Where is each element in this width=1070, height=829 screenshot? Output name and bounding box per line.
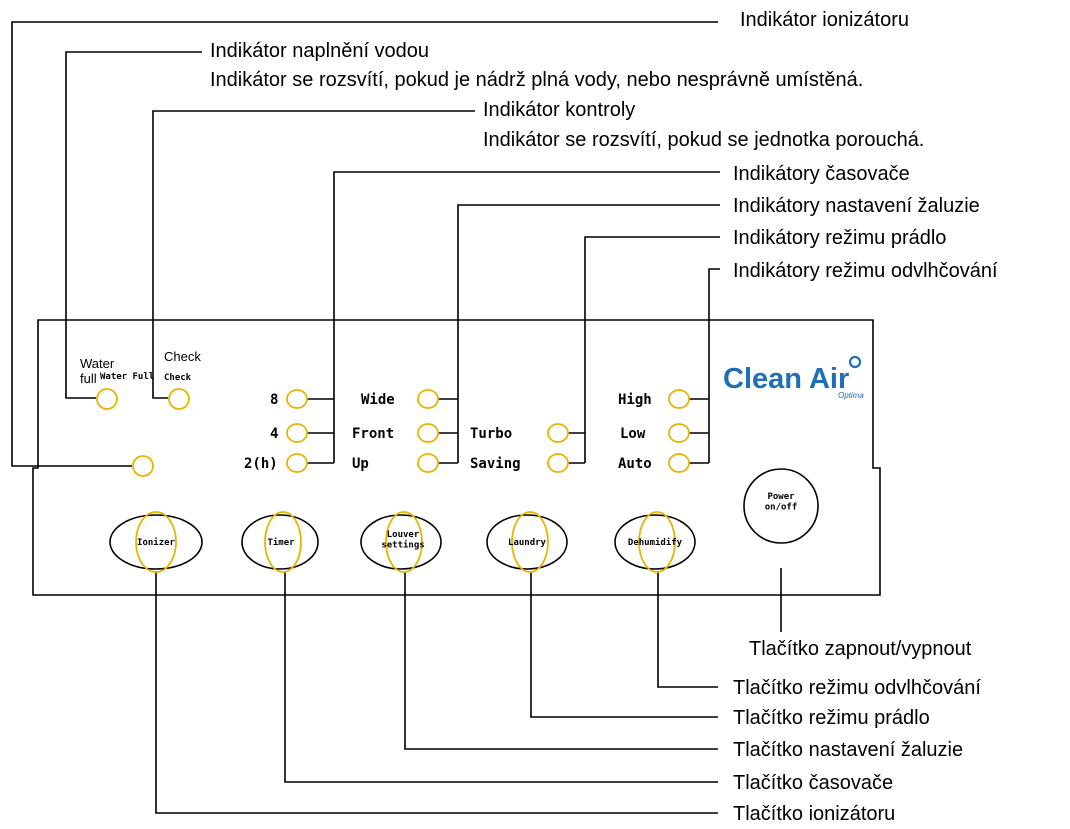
leader-timer-indicators — [333, 171, 720, 463]
timer-button-label: Timer — [267, 537, 295, 548]
callout-timer-indicators: Indikátory časovače — [733, 163, 910, 185]
callout-louver-button: Tlačítko nastavení žaluzie — [733, 739, 963, 761]
timer-label-4: 4 — [270, 426, 278, 442]
timer-label-8: 8 — [270, 392, 278, 408]
callout-power-button: Tlačítko zapnout/vypnout — [749, 638, 972, 660]
water-full-led — [96, 388, 118, 410]
dehumidify-button[interactable]: Dehumidify — [614, 511, 696, 573]
timer-led-2h — [286, 453, 308, 473]
clean-air-logo: Clean Air Optima — [723, 355, 864, 400]
leader-timer-ticks — [307, 398, 334, 464]
timer-label-2h: 2(h) — [244, 456, 278, 472]
louver-led-front — [417, 423, 439, 443]
leader-dehumidify-ticks — [689, 398, 709, 464]
logo-swirl-icon — [848, 355, 862, 369]
callout-check-note: Indikátor se rozsvítí, pokud se jednotka… — [483, 129, 924, 151]
callout-water-full-note: Indikátor se rozsvítí, pokud je nádrž pl… — [210, 69, 863, 91]
louver-label-front: Front — [352, 426, 394, 442]
dehumidify-led-auto — [668, 453, 690, 473]
logo-sub: Optima — [838, 391, 864, 400]
leader-louver-indicators — [457, 204, 720, 463]
callout-timer-button: Tlačítko časovače — [733, 772, 893, 794]
ionizer-button-label: Ionizer — [137, 537, 176, 548]
louver-label-wide: Wide — [361, 392, 395, 408]
laundry-button[interactable]: Laundry — [486, 511, 568, 573]
louver-led-up — [417, 453, 439, 473]
dehumidify-label-auto: Auto — [618, 456, 652, 472]
callout-water-full-indicator: Indikátor naplnění vodou — [210, 40, 429, 62]
dehumidify-label-low: Low — [620, 426, 646, 442]
laundry-led-saving — [547, 453, 569, 473]
dehumidify-led-low — [668, 423, 690, 443]
louver-label-up: Up — [352, 456, 369, 472]
ionizer-button[interactable]: Ionizer — [109, 511, 203, 573]
leader-timer-button — [284, 572, 718, 783]
laundry-button-label: Laundry — [508, 538, 547, 548]
leader-water-full — [65, 51, 202, 399]
callout-louver-indicators: Indikátory nastavení žaluzie — [733, 195, 980, 217]
dehumidify-button-label: Dehumidify — [628, 537, 683, 548]
leader-ionizer-indicator — [11, 21, 718, 467]
callout-dehumidify-button: Tlačítko režimu odvlhčování — [733, 677, 981, 699]
timer-led-4 — [286, 423, 308, 443]
laundry-label-turbo: Turbo — [470, 426, 512, 442]
check-led — [168, 388, 190, 410]
louver-led-wide — [417, 389, 439, 409]
leader-ionizer-button — [155, 572, 718, 814]
laundry-label-saving: Saving — [470, 456, 521, 472]
leader-check — [152, 110, 475, 399]
dehumidify-label-high: High — [618, 392, 652, 408]
dehumidify-led-high — [668, 389, 690, 409]
callout-laundry-indicators: Indikátory režimu prádlo — [733, 227, 946, 249]
check-print-label: Check — [164, 373, 192, 383]
laundry-led-turbo — [547, 423, 569, 443]
leader-dehumidify-button — [657, 572, 718, 688]
leader-dehumidify-indicators — [708, 268, 720, 463]
callout-check-indicator: Indikátor kontroly — [483, 99, 635, 121]
callout-laundry-button: Tlačítko režimu prádlo — [733, 707, 930, 729]
water-full-print-label: Water Full — [100, 372, 154, 382]
callout-ionizer-indicator: Indikátor ionizátoru — [740, 9, 909, 31]
callout-ionizer-button: Tlačítko ionizátoru — [733, 803, 895, 825]
callout-dehumidify-indicators: Indikátory režimu odvlhčování — [733, 260, 998, 282]
check-overlay-label: Check — [164, 349, 201, 364]
timer-button[interactable]: Timer — [241, 511, 319, 573]
leader-laundry-button — [530, 572, 718, 718]
leader-louver-ticks — [438, 398, 458, 464]
leader-louver-button — [404, 572, 718, 750]
leader-laundry-ticks — [568, 432, 585, 464]
logo-brand: Clean Air — [723, 363, 849, 395]
timer-led-8 — [286, 389, 308, 409]
panel-outline — [32, 319, 881, 596]
leader-laundry-indicators — [584, 236, 720, 463]
ionizer-led — [132, 455, 154, 477]
